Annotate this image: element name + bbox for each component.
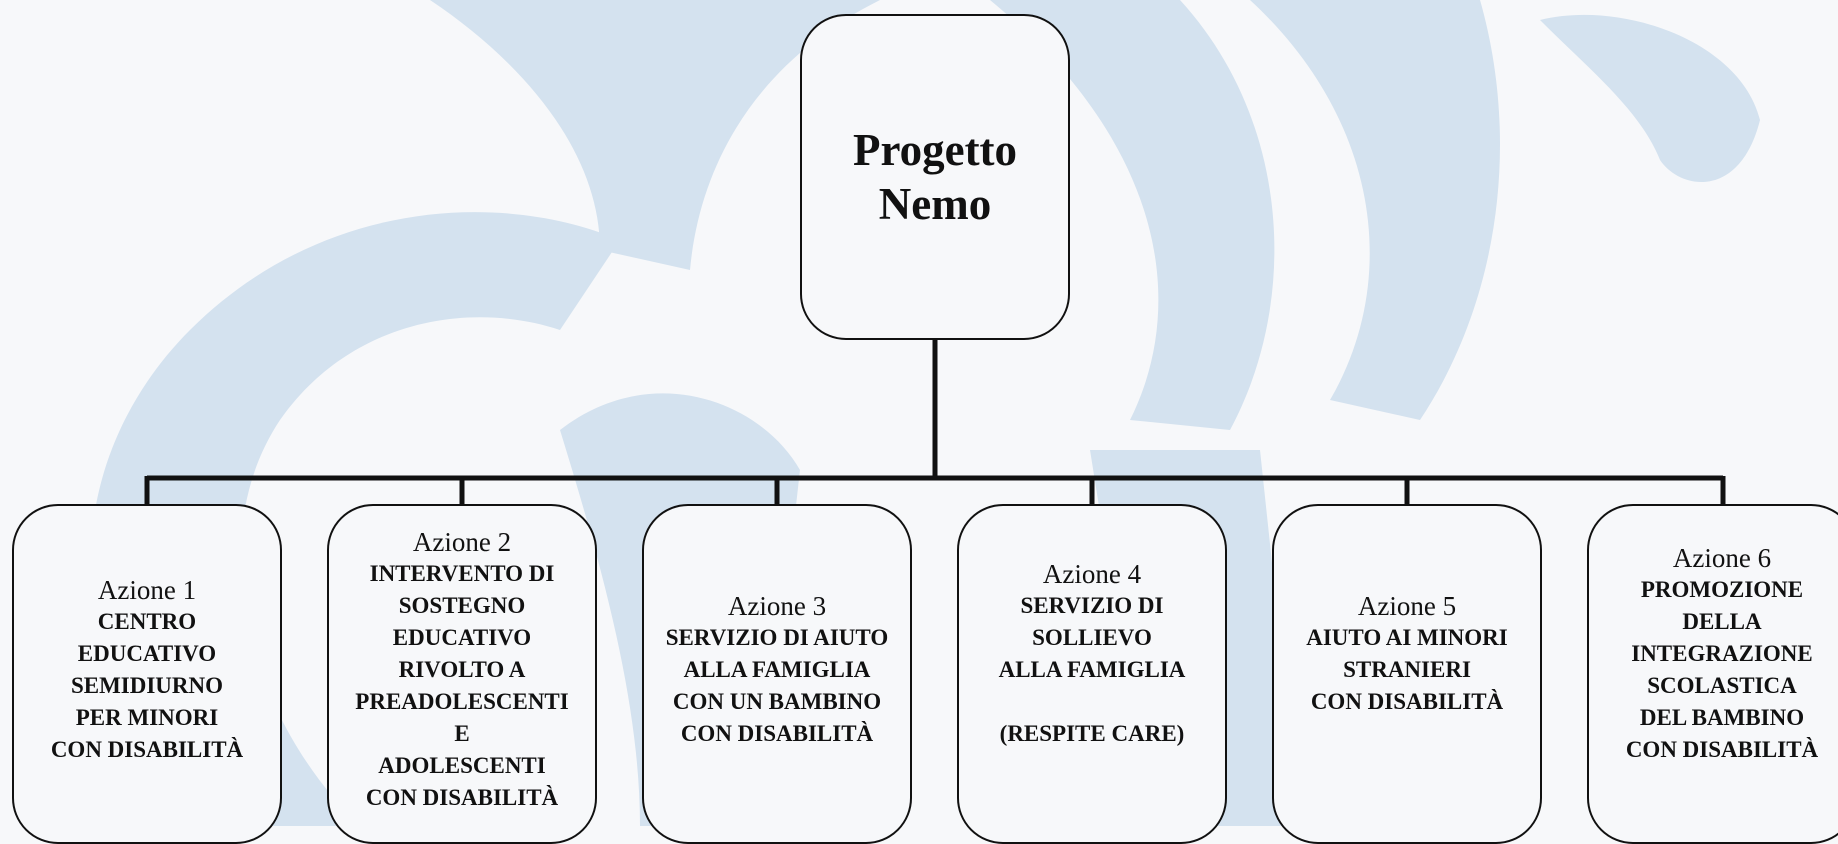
child-body: CENTRO EDUCATIVO SEMIDIURNO PER MINORI C…: [50, 609, 244, 762]
child-body: SERVIZIO DI SOLLIEVO ALLA FAMIGLIA (RESP…: [998, 593, 1186, 746]
connector-lines: [144, 340, 1726, 504]
child-node-4: Azione 4 SERVIZIO DI SOLLIEVO ALLA FAMIG…: [957, 504, 1227, 844]
root-node: Progetto Nemo: [800, 14, 1070, 340]
child-node-1: Azione 1 CENTRO EDUCATIVO SEMIDIURNO PER…: [12, 504, 282, 844]
child-body: SERVIZIO DI AIUTO ALLA FAMIGLIA CON UN B…: [665, 625, 889, 746]
child-heading: Azione 6: [1672, 543, 1772, 573]
child-heading: Azione 1: [97, 575, 197, 605]
child-body: INTERVENTO DI SOSTEGNO EDUCATIVO RIVOLTO…: [355, 561, 569, 810]
child-body: AIUTO AI MINORI STRANIERI CON DISABILITÀ: [1306, 625, 1508, 714]
child-body: PROMOZIONE DELLA INTEGRAZIONE SCOLASTICA…: [1625, 577, 1819, 762]
child-heading: Azione 5: [1357, 591, 1457, 621]
child-node-5: Azione 5 AIUTO AI MINORI STRANIERI CON D…: [1272, 504, 1542, 844]
child-node-6: Azione 6 PROMOZIONE DELLA INTEGRAZIONE S…: [1587, 504, 1838, 844]
child-heading: Azione 4: [1042, 559, 1142, 589]
root-title: Progetto Nemo: [852, 125, 1018, 229]
child-node-3: Azione 3 SERVIZIO DI AIUTO ALLA FAMIGLIA…: [642, 504, 912, 844]
child-heading: Azione 3: [727, 591, 827, 621]
child-heading: Azione 2: [412, 527, 512, 557]
child-node-2: Azione 2 INTERVENTO DI SOSTEGNO EDUCATIV…: [327, 504, 597, 844]
